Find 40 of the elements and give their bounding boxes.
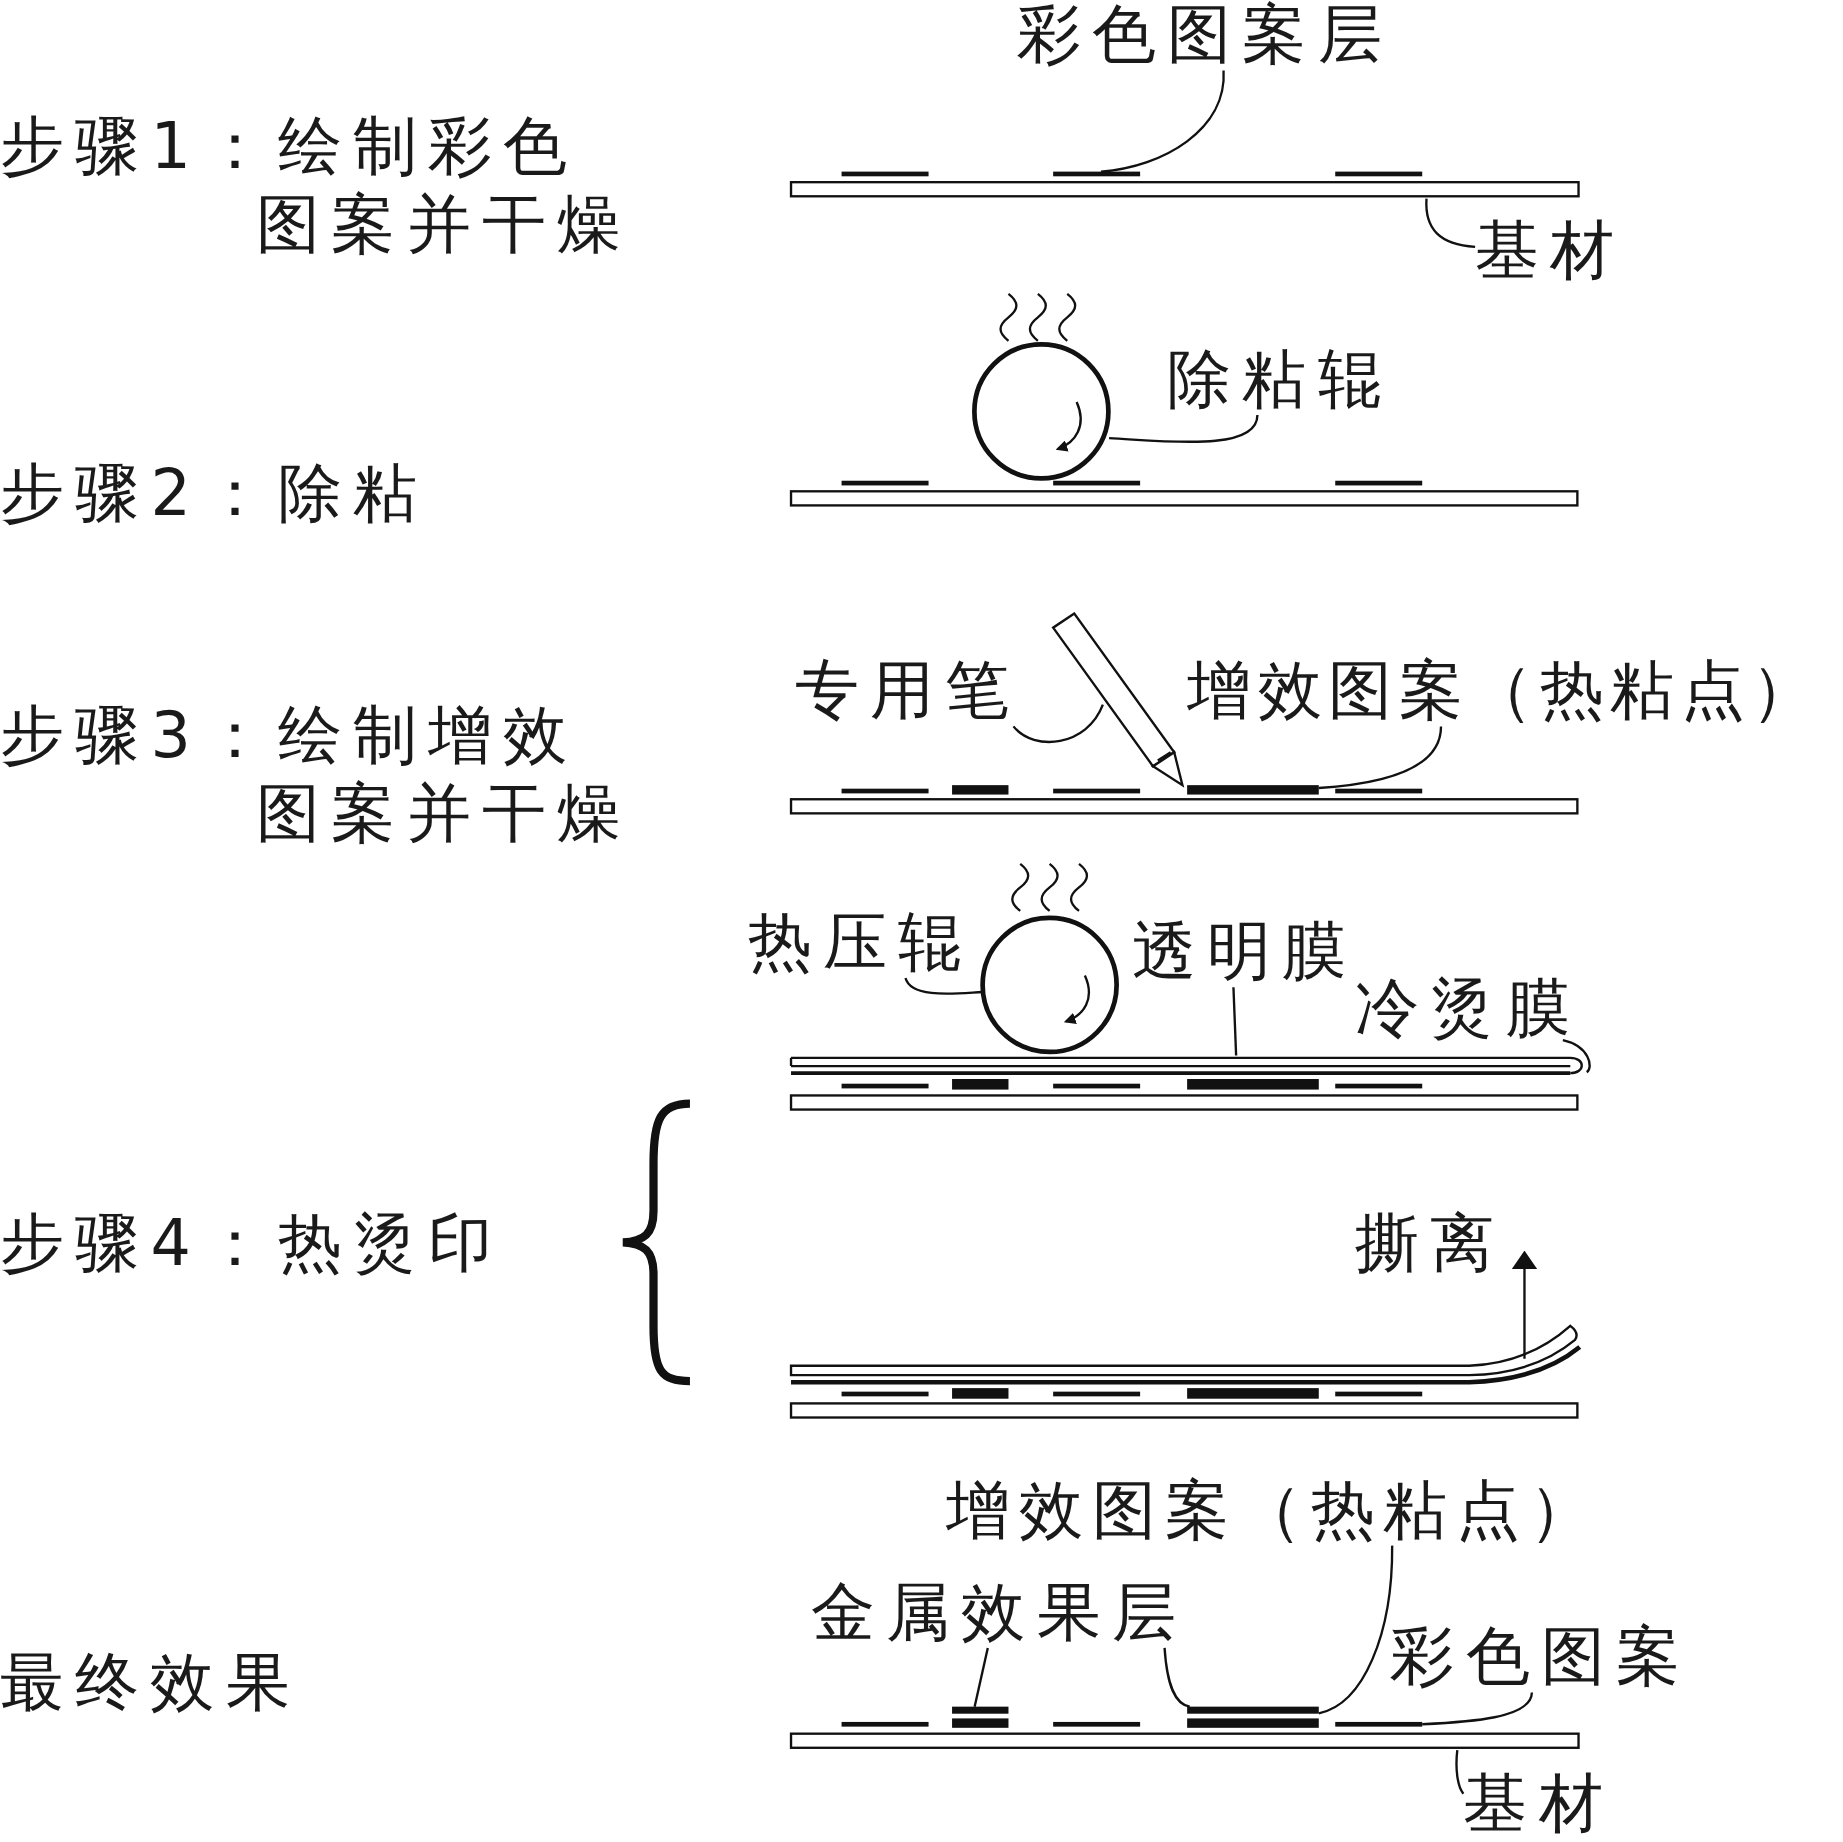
color-pattern-bar — [1335, 1721, 1423, 1727]
leader-line — [1109, 414, 1259, 444]
part-label: 热压辊 — [747, 907, 974, 978]
color-pattern-bar — [1053, 171, 1141, 177]
leader-line — [1425, 198, 1476, 248]
leader-line — [1318, 1545, 1394, 1715]
part-label: 透明膜 — [1131, 916, 1358, 988]
part-label: 金属效果层 — [811, 1577, 1188, 1648]
leader-line — [904, 977, 982, 995]
leader-line — [1163, 1647, 1191, 1708]
part-label: 基材 — [1475, 215, 1626, 286]
leader-line — [1455, 1750, 1465, 1795]
part-label: 彩色图案 — [1390, 1622, 1692, 1693]
roller — [970, 340, 1112, 482]
step-label: 步骤3：绘制增效图案并干燥 — [0, 697, 633, 852]
leader-line — [973, 1647, 989, 1707]
substrate-layer — [789, 181, 1580, 199]
leader-line — [1562, 1039, 1591, 1073]
substrate-layer — [789, 1732, 1580, 1751]
part-label: 彩色图案层 — [1016, 0, 1393, 71]
step-label: 步骤2：除粘 — [0, 458, 429, 529]
part-label: 冷烫膜 — [1355, 973, 1581, 1044]
metal-layer-stack — [1187, 1706, 1319, 1729]
step-label: 最终效果 — [0, 1647, 301, 1719]
part-label: 基材 — [1463, 1768, 1614, 1840]
leader-line — [1318, 726, 1443, 790]
leader-line — [1012, 704, 1104, 744]
step-label: 步骤1：绘制彩色图案并干燥 — [0, 108, 633, 263]
leader-line — [1232, 987, 1238, 1056]
leader-line — [1422, 1692, 1534, 1726]
enhancer-pattern-bar — [1187, 785, 1319, 795]
metal-layer-stack — [952, 1706, 1009, 1729]
leader-line — [1100, 70, 1225, 173]
part-label: 增效图案（热粘点） — [1187, 655, 1822, 727]
part-label: 专用笔 — [794, 655, 1021, 727]
roller — [979, 914, 1121, 1056]
part-label: 增效图案（热粘点） — [946, 1475, 1603, 1546]
part-label: 除粘辊 — [1167, 344, 1393, 415]
action-label: 撕离 — [1355, 1208, 1506, 1279]
step-label: 步骤4：热烫印 — [0, 1208, 504, 1279]
